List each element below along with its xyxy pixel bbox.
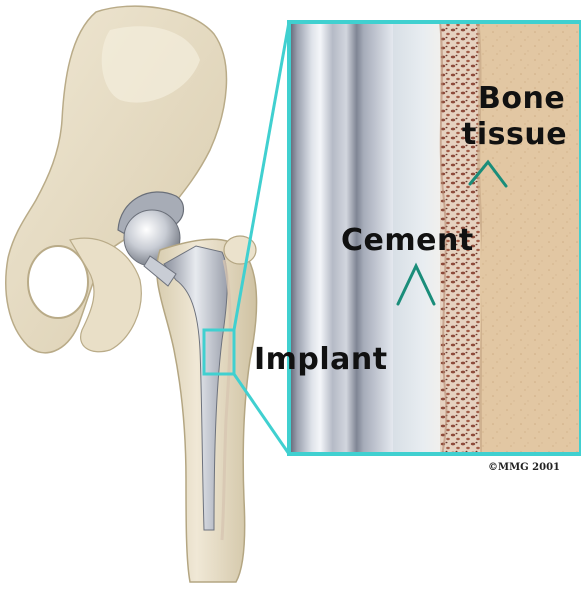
copyright-notice: ©MMG 2001 — [488, 462, 560, 473]
label-cement: Cement — [341, 226, 474, 256]
label-bone: Bone — [478, 84, 565, 114]
label-tissue: tissue — [462, 120, 567, 150]
label-implant: Implant — [254, 345, 388, 375]
